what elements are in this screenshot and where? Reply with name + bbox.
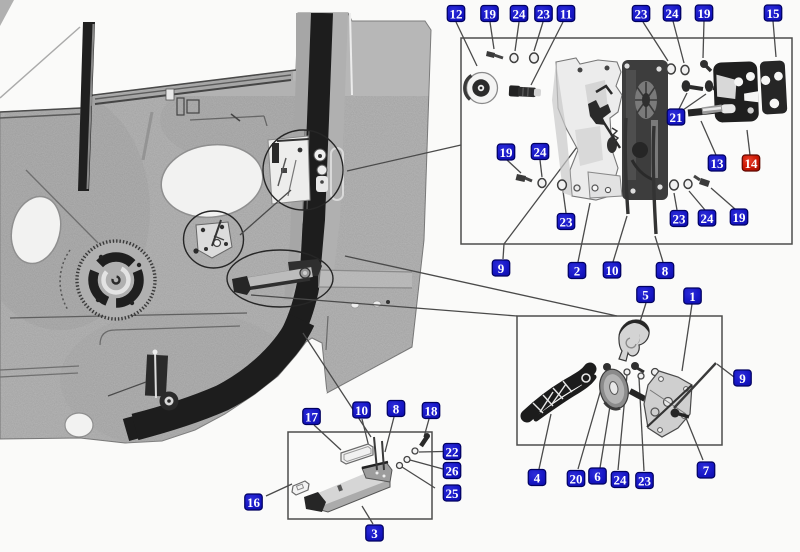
svg-text:13: 13 bbox=[711, 156, 725, 171]
svg-text:7: 7 bbox=[703, 463, 710, 478]
svg-text:23: 23 bbox=[673, 211, 687, 226]
svg-text:12: 12 bbox=[450, 6, 463, 21]
svg-text:3: 3 bbox=[371, 526, 378, 541]
svg-text:11: 11 bbox=[560, 6, 572, 21]
svg-text:4: 4 bbox=[534, 470, 541, 485]
svg-text:9: 9 bbox=[739, 371, 746, 386]
svg-text:6: 6 bbox=[594, 469, 601, 484]
svg-text:14: 14 bbox=[745, 156, 759, 171]
svg-text:8: 8 bbox=[393, 401, 400, 416]
svg-text:22: 22 bbox=[446, 444, 459, 459]
svg-text:19: 19 bbox=[483, 6, 497, 21]
svg-text:26: 26 bbox=[446, 463, 460, 478]
svg-text:24: 24 bbox=[701, 211, 715, 226]
svg-text:24: 24 bbox=[513, 6, 527, 21]
svg-text:9: 9 bbox=[498, 261, 505, 276]
svg-text:17: 17 bbox=[305, 409, 319, 424]
svg-text:23: 23 bbox=[638, 473, 652, 488]
svg-text:5: 5 bbox=[642, 287, 649, 302]
svg-text:24: 24 bbox=[534, 144, 548, 159]
svg-text:23: 23 bbox=[635, 6, 649, 21]
svg-text:10: 10 bbox=[355, 403, 368, 418]
svg-text:8: 8 bbox=[662, 263, 669, 278]
svg-text:19: 19 bbox=[733, 210, 747, 225]
svg-text:19: 19 bbox=[698, 6, 712, 21]
svg-text:23: 23 bbox=[537, 6, 551, 21]
svg-text:18: 18 bbox=[425, 403, 439, 418]
svg-text:1: 1 bbox=[689, 289, 696, 304]
svg-text:19: 19 bbox=[500, 145, 514, 160]
svg-text:15: 15 bbox=[767, 6, 781, 21]
svg-text:2: 2 bbox=[574, 263, 581, 278]
svg-text:10: 10 bbox=[606, 263, 619, 278]
svg-text:20: 20 bbox=[570, 471, 583, 486]
svg-text:24: 24 bbox=[666, 6, 680, 21]
svg-text:23: 23 bbox=[560, 214, 574, 229]
svg-text:16: 16 bbox=[247, 495, 261, 510]
svg-text:25: 25 bbox=[446, 486, 460, 501]
svg-text:21: 21 bbox=[670, 110, 683, 125]
svg-text:24: 24 bbox=[614, 472, 628, 487]
